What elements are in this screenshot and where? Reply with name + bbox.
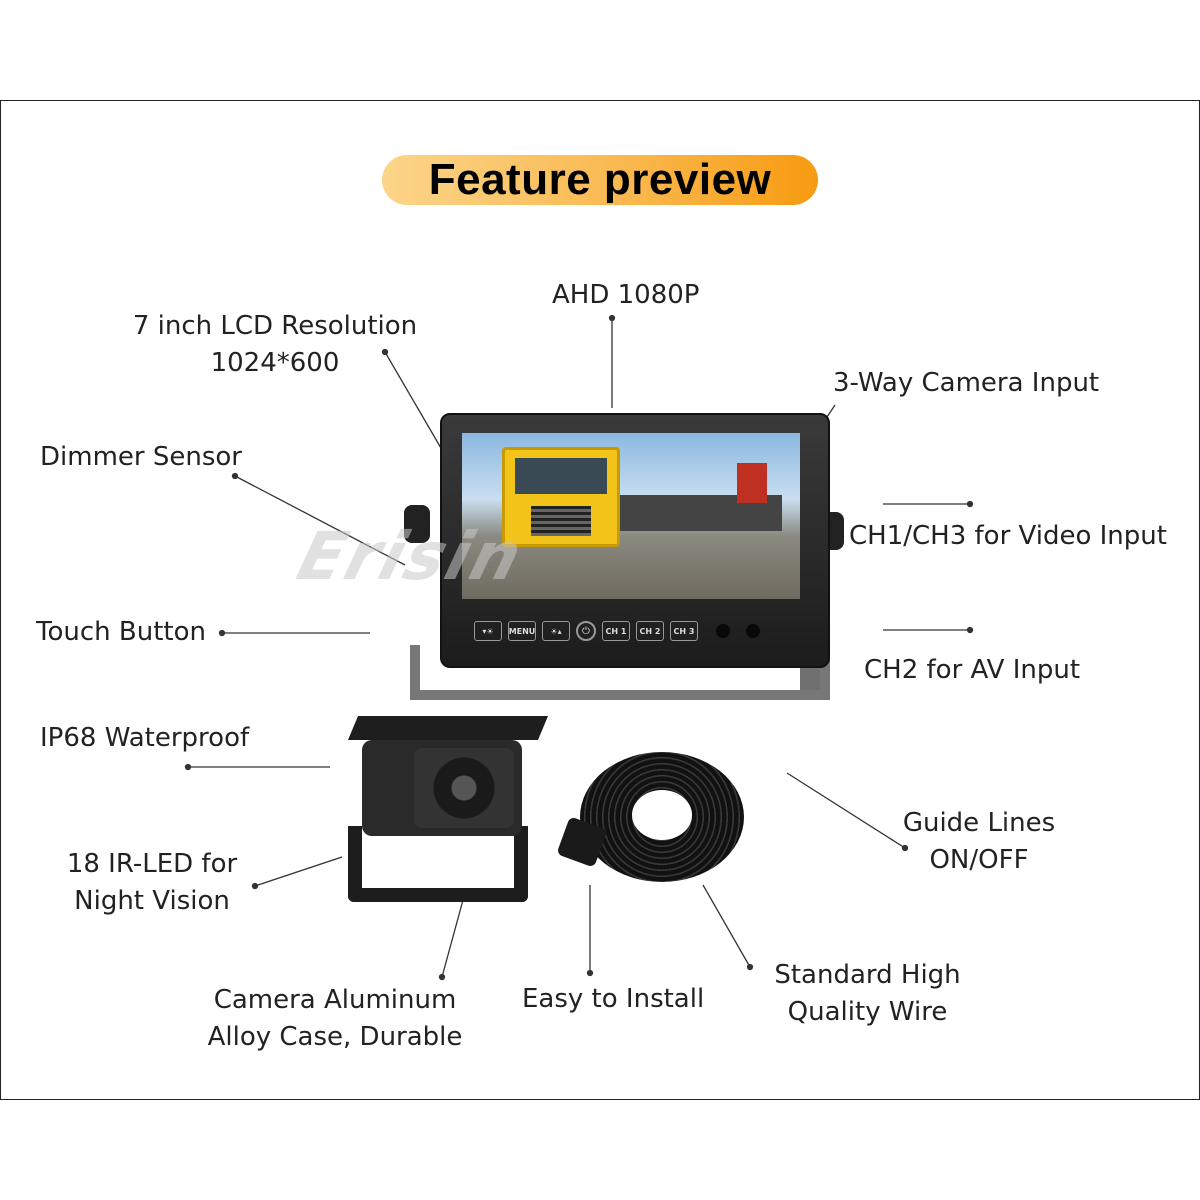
label-guide-line1: Guide Lines xyxy=(902,808,1056,838)
label-lcd-line1: 7 inch LCD Resolution xyxy=(132,311,418,341)
sensor-hole xyxy=(716,624,730,638)
sensor-hole xyxy=(746,624,760,638)
label-three-way: 3-Way Camera Input xyxy=(833,368,1100,398)
mount-knob-left xyxy=(404,505,430,543)
label-dimmer: Dimmer Sensor xyxy=(40,442,242,472)
feature-preview-banner: Feature preview xyxy=(382,155,818,205)
label-touch: Touch Button xyxy=(36,617,206,647)
monitor: ▾☀ MENU ☀▴ ⏻ CH 1 CH 2 CH 3 xyxy=(440,413,830,668)
ch2-button[interactable]: CH 2 xyxy=(636,621,664,641)
ch3-button[interactable]: CH 3 xyxy=(670,621,698,641)
monitor-screen xyxy=(462,433,800,599)
cable-coil xyxy=(580,752,744,882)
power-button[interactable]: ⏻ xyxy=(576,621,596,641)
banner-title: Feature preview xyxy=(428,155,772,204)
monitor-stand-bracket xyxy=(410,645,830,700)
brightness-down-button[interactable]: ▾☀ xyxy=(474,621,502,641)
label-case-line1: Camera Aluminum xyxy=(213,985,457,1015)
label-ch2: CH2 for AV Input xyxy=(864,655,1081,685)
camera-lens xyxy=(414,748,514,828)
label-irled-line1: 18 IR-LED for xyxy=(66,849,238,879)
label-lcd: 7 inch LCD Resolution 1024*600 xyxy=(125,308,425,382)
truck-image xyxy=(502,447,620,547)
label-case-line2: Alloy Case, Durable xyxy=(207,1022,463,1052)
label-ahd: AHD 1080P xyxy=(552,280,700,310)
crane-image xyxy=(737,463,767,503)
ch1-button[interactable]: CH 1 xyxy=(602,621,630,641)
label-wire-line2: Quality Wire xyxy=(787,997,948,1027)
label-irled-line2: Night Vision xyxy=(74,886,230,916)
label-install: Easy to Install xyxy=(522,984,705,1014)
label-wire-line1: Standard High xyxy=(774,960,961,990)
brightness-up-button[interactable]: ☀▴ xyxy=(542,621,570,641)
label-guide-line2: ON/OFF xyxy=(929,845,1029,875)
touch-buttons: ▾☀ MENU ☀▴ ⏻ CH 1 CH 2 CH 3 xyxy=(474,621,760,641)
label-ch1-ch3: CH1/CH3 for Video Input xyxy=(849,521,1167,551)
label-lcd-line2: 1024*600 xyxy=(210,348,340,378)
backup-camera xyxy=(348,716,548,902)
label-ip68: IP68 Waterproof xyxy=(40,723,250,753)
watermark-logo: Erisin xyxy=(289,518,532,595)
menu-button[interactable]: MENU xyxy=(508,621,536,641)
